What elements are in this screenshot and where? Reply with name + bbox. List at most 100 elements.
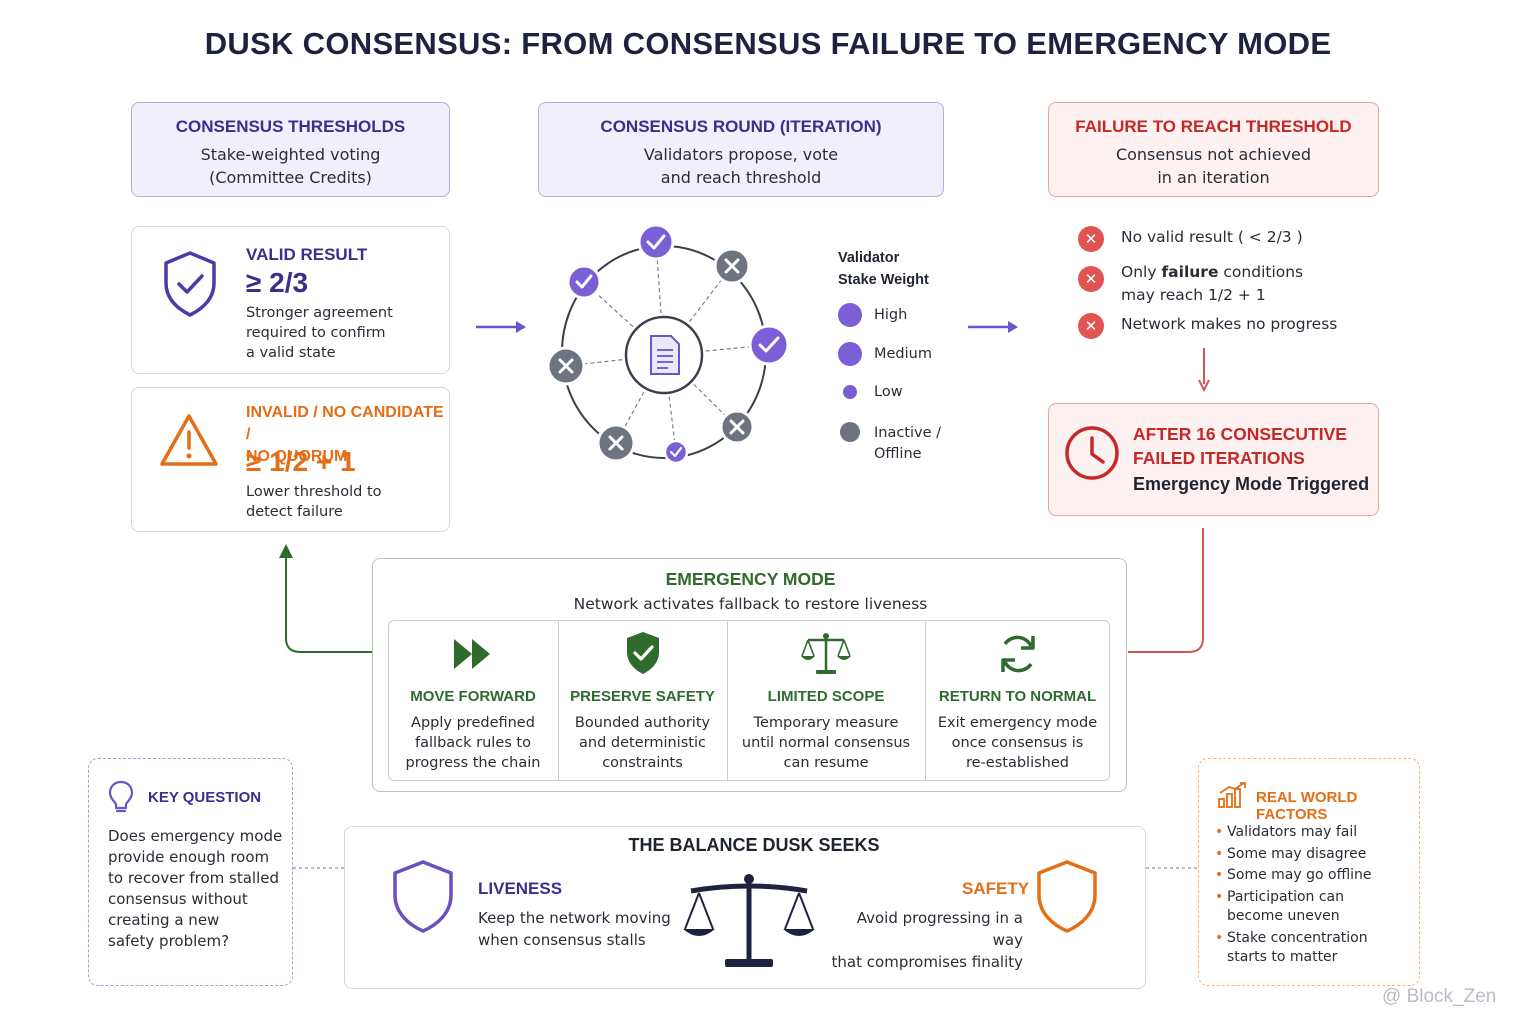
thresholds-title: CONSENSUS THRESHOLDS [175, 117, 406, 136]
validator-node-medium [566, 264, 602, 300]
column-divider [727, 621, 728, 780]
failure-title: FAILURE TO REACH THRESHOLD [1075, 117, 1352, 136]
legend-dot-medium [838, 342, 862, 366]
failure-item-text: Only failure conditions may reach 1/2 + … [1121, 261, 1303, 307]
emergency-column: MOVE FORWARD Apply predefined fallback r… [388, 620, 558, 780]
validator-node-offline [713, 247, 751, 285]
column-title: MOVE FORWARD [410, 688, 536, 705]
clock-icon [1065, 426, 1119, 480]
bar-chart-icon [1218, 782, 1246, 808]
scales-icon [801, 633, 851, 674]
validator-node-offline [546, 346, 586, 386]
factor-item-text: Some may go offline [1227, 867, 1372, 883]
failure-item-bold: failure [1161, 263, 1219, 281]
lightbulb-icon [108, 780, 134, 813]
failure-item-text: Network makes no progress [1121, 315, 1338, 333]
legend-dot-high [838, 303, 862, 327]
factor-item: Some may disagree [1215, 845, 1367, 864]
factor-item-text: Some may disagree [1227, 846, 1367, 862]
legend-dot-offline [840, 422, 860, 442]
emergency-column: RETURN TO NORMAL Exit emergency mode onc… [925, 620, 1110, 780]
refresh-icon [1001, 635, 1035, 673]
key-question-title: KEY QUESTION [148, 789, 262, 806]
column-desc: Apply predefined fallback rules to progr… [405, 715, 541, 771]
valid-desc: Stronger agreement required to confirm a… [246, 305, 393, 361]
failure-subtitle: Consensus not achieved in an iteration [1115, 145, 1312, 187]
balance-title: THE BALANCE DUSK SEEKS [628, 835, 880, 855]
factor-item: Stake concentration starts to matter [1215, 929, 1368, 967]
warning-icon [160, 414, 218, 466]
liveness-title: LIVENESS [478, 879, 563, 898]
emergency-columns [388, 620, 1110, 781]
failure-item-post: conditions may reach 1/2 + 1 [1121, 263, 1304, 304]
watermark: @ Block_Zen [1382, 986, 1497, 1007]
after-title: AFTER 16 CONSECUTIVE FAILED ITERATIONS [1133, 424, 1347, 468]
column-title: LIMITED SCOPE [767, 688, 885, 705]
validator-node-low [663, 439, 689, 465]
column-desc: Exit emergency mode once consensus is re… [937, 715, 1098, 771]
valid-result-card: VALID RESULT ≥ 2/3 Stronger agreement re… [131, 226, 450, 374]
arrow-right-icon [476, 321, 526, 333]
document-icon [650, 335, 680, 375]
failure-item: ✕ Only failure conditions may reach 1/2 … [1078, 263, 1378, 312]
invalid-title: INVALID / NO CANDIDATE / NO QUORUM [246, 404, 444, 465]
emergency-trigger-card: AFTER 16 CONSECUTIVE FAILED ITERATIONS E… [1048, 403, 1379, 516]
factor-item: Some may go offline [1215, 866, 1372, 885]
liveness-text: Keep the network moving when consensus s… [478, 909, 671, 949]
thresholds-header: CONSENSUS THRESHOLDS Stake-weighted voti… [131, 102, 450, 197]
emergency-title: EMERGENCY MODE [665, 569, 836, 589]
failure-item: ✕ No valid result ( < 2/3 ) [1078, 226, 1378, 252]
key-question-text: Does emergency mode provide enough room … [108, 827, 283, 950]
safety-title: SAFETY [962, 879, 1030, 898]
round-title: CONSENSUS ROUND (ITERATION) [600, 117, 882, 136]
factor-item-text: Stake concentration starts to matter [1227, 930, 1368, 965]
legend-label-medium: Medium [874, 346, 932, 362]
emergency-mode-panel: EMERGENCY MODE Network activates fallbac… [372, 558, 1127, 792]
real-world-title: REAL WORLD FACTORS [1256, 789, 1358, 823]
column-divider [558, 621, 559, 780]
arrow-down-icon [1198, 348, 1210, 392]
factor-item-text: Participation can become uneven [1227, 889, 1344, 924]
legend-label-low: Low [874, 384, 903, 400]
liveness-shield-icon [393, 860, 453, 933]
x-circle-icon: ✕ [1078, 266, 1104, 292]
column-title: PRESERVE SAFETY [570, 688, 715, 705]
thresholds-subtitle: Stake-weighted voting (Committee Credits… [200, 145, 381, 187]
legend-title: Validator Stake Weight [838, 250, 929, 288]
column-divider [925, 621, 926, 780]
shield-check-icon [627, 632, 659, 674]
valid-title: VALID RESULT [246, 245, 368, 264]
factor-item-text: Validators may fail [1227, 824, 1358, 840]
invalid-value: ≥ 1/2 + 1 [246, 446, 356, 477]
legend-label-high: High [874, 307, 908, 323]
shield-check-icon [164, 251, 216, 317]
failure-item-pre: Only [1121, 263, 1162, 281]
invalid-card: INVALID / NO CANDIDATE / NO QUORUM ≥ 1/2… [131, 387, 450, 532]
x-circle-icon: ✕ [1078, 313, 1104, 339]
emergency-subtitle: Network activates fallback to restore li… [573, 595, 928, 613]
emergency-column: LIMITED SCOPE Temporary measure until no… [727, 620, 925, 780]
round-subtitle: Validators propose, vote and reach thres… [643, 145, 839, 187]
factor-item: Validators may fail [1215, 823, 1358, 842]
column-title: RETURN TO NORMAL [938, 688, 1097, 705]
validator-node-high [637, 223, 675, 261]
failure-item-text: No valid result ( < 2/3 ) [1121, 228, 1303, 246]
legend-label-offline: Inactive / Offline [874, 425, 942, 462]
failure-header: FAILURE TO REACH THRESHOLD Consensus not… [1048, 102, 1379, 197]
safety-shield-icon [1037, 860, 1097, 933]
column-desc: Bounded authority and deterministic cons… [574, 715, 711, 771]
page-title: DUSK CONSENSUS: FROM CONSENSUS FAILURE T… [204, 26, 1332, 61]
valid-value: ≥ 2/3 [246, 267, 309, 298]
failure-item: ✕ Network makes no progress [1078, 313, 1378, 339]
arrow-right-icon [968, 321, 1018, 333]
invalid-desc: Lower threshold to detect failure [246, 484, 382, 520]
round-header: CONSENSUS ROUND (ITERATION) Validators p… [538, 102, 944, 197]
factor-item: Participation can become uneven [1215, 888, 1344, 926]
safety-text: Avoid progressing in a way that compromi… [831, 909, 1023, 971]
key-question-card: KEY QUESTION Does emergency mode provide… [88, 758, 293, 986]
validator-node-offline [596, 423, 636, 463]
validator-node-high [748, 324, 790, 366]
emergency-column: PRESERVE SAFETY Bounded authority and de… [558, 620, 727, 780]
validator-node-offline [719, 409, 755, 445]
